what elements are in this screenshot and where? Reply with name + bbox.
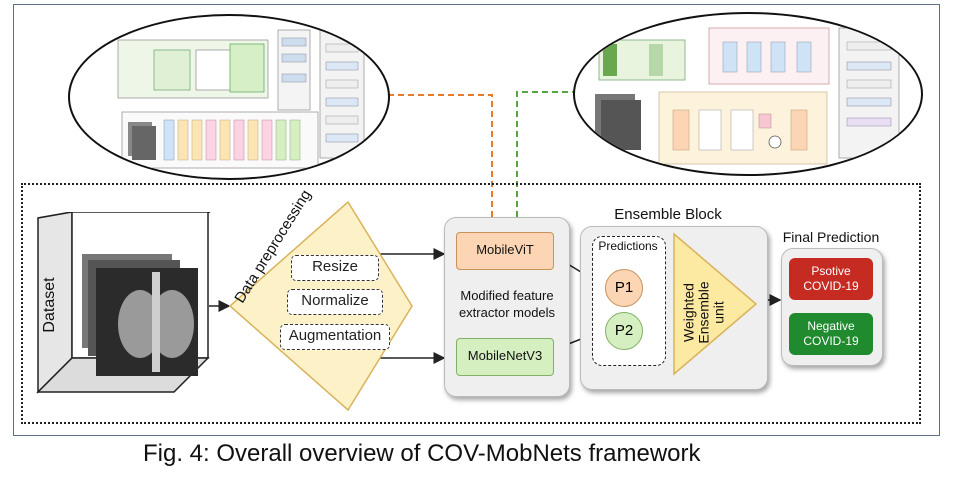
normalize-step: Normalize — [287, 289, 383, 315]
mobilenetv3-zoom-link — [516, 91, 598, 222]
p2-label: P2 — [614, 322, 634, 339]
positive-covid-box: Psotive COVID-19 — [789, 258, 873, 300]
prediction-p2: P2 — [605, 312, 643, 350]
mobilenetv3-architecture-ellipse — [573, 12, 923, 176]
prediction-p1: P1 — [605, 269, 643, 307]
feature-extractor-caption: Modified feature extractor models — [458, 288, 556, 320]
dataset-cube — [36, 212, 211, 394]
ensemble-unit-label: Weighted Ensemble unit — [680, 281, 727, 344]
resize-step: Resize — [291, 255, 379, 281]
mobilevit-architecture-ellipse — [68, 14, 390, 180]
weighted-ensemble-triangle — [673, 232, 758, 376]
p1-label: P1 — [614, 279, 634, 296]
mobilevit-zoom-link — [378, 94, 493, 222]
predictions-label: Predictions — [598, 239, 658, 253]
mobilevit-architecture-thumbnail — [117, 27, 365, 169]
negative-label: Negative COVID-19 — [803, 319, 859, 348]
figure-caption: Fig. 4: Overall overview of COV-MobNets … — [143, 440, 701, 467]
positive-label: Psotive COVID-19 — [803, 264, 859, 293]
mobilenetv3-block: MobileNetV3 — [456, 338, 554, 376]
dataset-label: Dataset — [41, 277, 58, 333]
ensemble-title: Ensemble Block — [614, 206, 722, 223]
main-pipeline-region — [21, 183, 921, 424]
final-title: Final Prediction — [782, 229, 880, 245]
mobilevit-block: MobileViT — [456, 232, 554, 270]
augmentation-step: Augmentation — [280, 324, 390, 350]
negative-covid-box: Negative COVID-19 — [789, 313, 873, 355]
mobilenetv3-architecture-thumbnail — [595, 27, 900, 165]
